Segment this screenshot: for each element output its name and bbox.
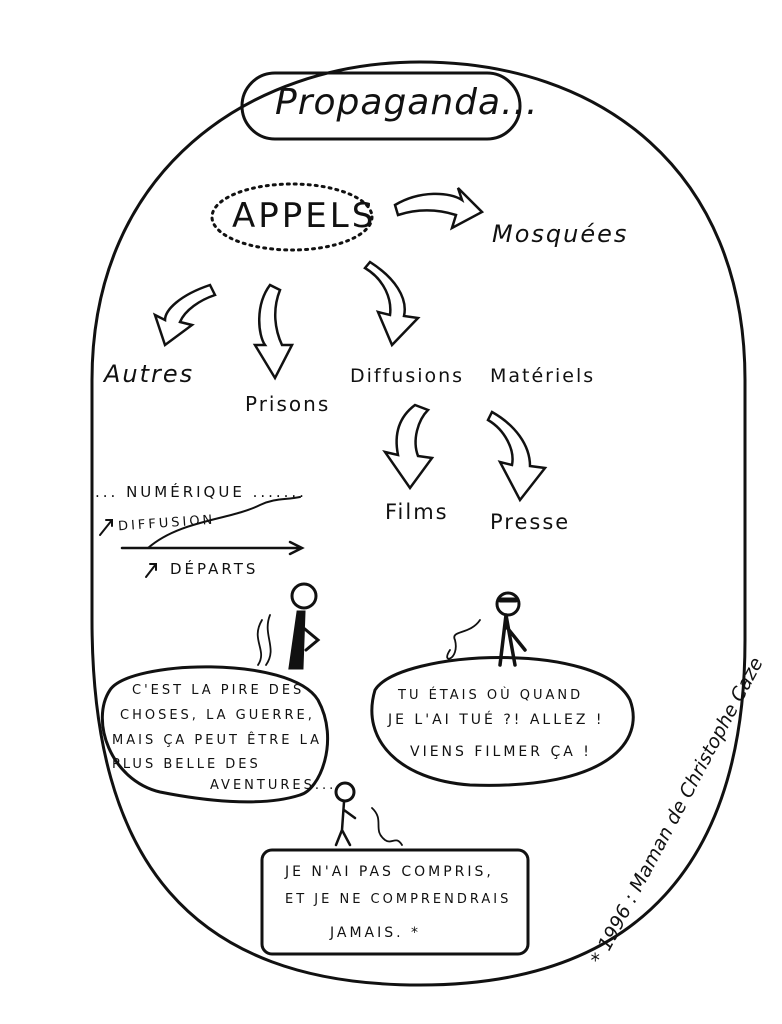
figure-child [334,781,403,847]
arrow-to-autres [152,283,217,348]
speech-line: TU ÉTAIS OÙ QUAND [398,688,584,703]
graph-growth-curve [147,496,301,549]
outer-frame [90,60,747,987]
arrow-to-presse [486,410,548,503]
speech-line: VIENS FILMER ÇA ! [410,744,592,760]
title: Propaganda... [275,82,539,123]
figure-man-right [446,591,527,667]
arrow-to-diffusions [363,260,421,348]
small-arrow-departs [145,563,157,578]
branch-mosquees: Mosquées [492,220,629,248]
speech-line: JE L'AI TUÉ ?! ALLEZ ! [388,712,605,728]
speech-line: ET JE NE COMPRENDRAIS [285,892,512,907]
speech-line: MAIS ÇA PEUT ÊTRE LA [112,733,323,748]
graph-label-departs: DÉPARTS [170,560,259,578]
branch-prisons: Prisons [245,392,331,416]
small-arrow-diffusion [99,519,113,536]
branch-films: Films [385,500,449,524]
speech-line: AVENTURES... [210,778,337,793]
speech-line: PLUS BELLE DES [112,757,261,772]
speech-bubble-left [100,665,329,804]
branch-autres: Autres [104,360,195,388]
speech-bubble-right [370,656,635,787]
center-node-appels: APPELS [232,196,377,236]
arrow-to-films [382,403,435,491]
graph-label-numerique: ... NUMÉRIQUE ....... [95,483,307,501]
title-oval [240,71,522,141]
speech-box-bottom [260,848,530,956]
branch-presse: Presse [490,510,571,534]
speech-line: C'EST LA PIRE DES [132,683,305,698]
arrow-to-prisons [252,283,295,381]
branch-materiels: Matériels [490,365,596,387]
speech-line: JE N'AI PAS COMPRIS, [285,864,494,880]
branch-diffusions: Diffusions [350,365,465,387]
speech-line: CHOSES, LA GUERRE, [120,708,315,723]
appels-dotted-ellipse [210,182,374,252]
speech-line: JAMAIS. * [330,925,422,941]
graph-axis-arrow [120,540,305,556]
figure-man-left [256,582,321,670]
arrow-to-mosquees [393,187,485,231]
